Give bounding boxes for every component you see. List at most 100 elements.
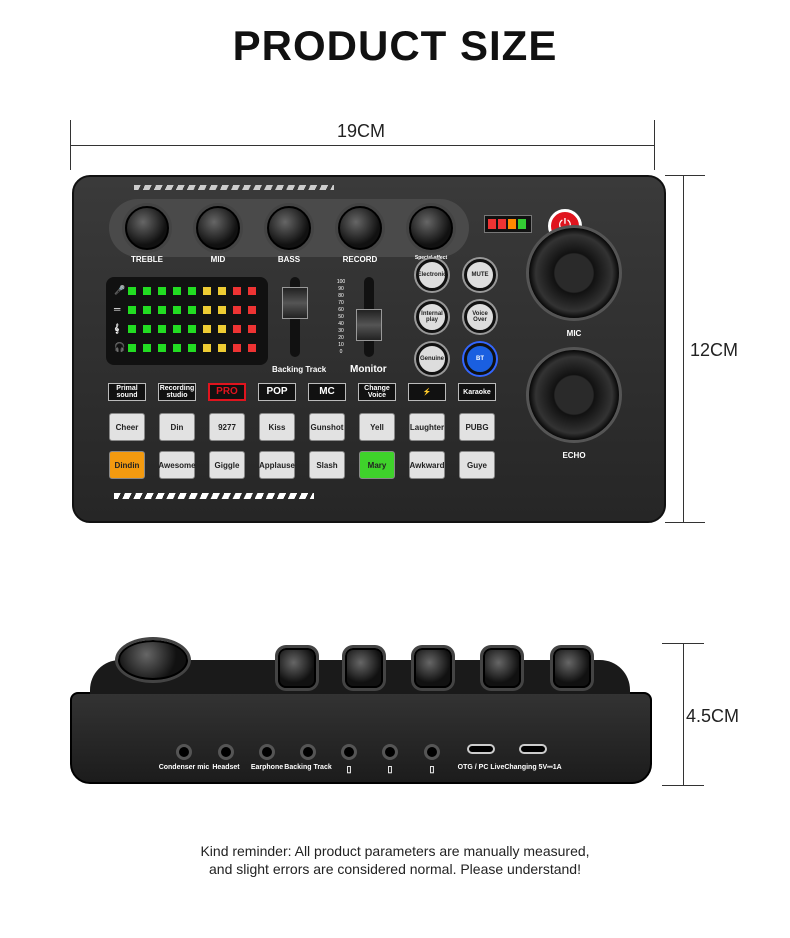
sound-pad[interactable]: Gunshot bbox=[309, 413, 345, 441]
width-dimension-line bbox=[70, 145, 655, 146]
sound-pad[interactable]: Mary bbox=[359, 451, 395, 479]
knob-4[interactable] bbox=[409, 206, 453, 250]
audio-jack bbox=[218, 744, 234, 760]
round-button-voice-over[interactable]: Voice Over bbox=[464, 301, 496, 333]
sound-pad[interactable]: Applause bbox=[259, 451, 295, 479]
meter-cell bbox=[203, 325, 211, 333]
round-button-bt[interactable]: BT bbox=[464, 343, 496, 375]
monitor-label: Monitor bbox=[350, 364, 387, 375]
dimension-tick bbox=[662, 785, 704, 786]
scale-tick: 90 bbox=[338, 286, 344, 292]
scale-tick: 0 bbox=[339, 349, 343, 355]
meter-cell bbox=[188, 287, 196, 295]
sound-pad[interactable]: Awesome bbox=[158, 451, 196, 479]
side-knob bbox=[345, 648, 383, 688]
meter-cell bbox=[188, 306, 196, 314]
usb-c-port bbox=[519, 744, 547, 754]
meter-cell bbox=[218, 344, 226, 352]
mode-button[interactable]: ⚡ bbox=[408, 383, 446, 401]
mode-button[interactable]: Karaoke bbox=[458, 383, 496, 401]
meter-cell bbox=[233, 325, 241, 333]
sound-pad[interactable]: Guye bbox=[459, 451, 495, 479]
mode-button[interactable]: Change Voice bbox=[358, 383, 396, 401]
side-knob bbox=[483, 648, 521, 688]
meter-cell bbox=[248, 344, 256, 352]
knob-1[interactable] bbox=[196, 206, 240, 250]
mode-button[interactable]: Primal sound bbox=[108, 383, 146, 401]
sound-pad[interactable]: Yell bbox=[359, 413, 395, 441]
page-title: PRODUCT SIZE bbox=[232, 22, 558, 69]
side-big-knob bbox=[118, 640, 188, 680]
port-label: Backing Track bbox=[284, 764, 332, 771]
audio-jack bbox=[176, 744, 192, 760]
reminder-line: and slight errors are considered normal.… bbox=[209, 861, 581, 877]
meter-cell bbox=[233, 306, 241, 314]
knob-label: BASS bbox=[277, 255, 301, 264]
big-knob-label: MIC bbox=[566, 329, 582, 338]
audio-jack bbox=[382, 744, 398, 760]
reminder-note: Kind reminder: All product parameters ar… bbox=[0, 842, 790, 878]
round-button-genuine[interactable]: Genuine bbox=[416, 343, 448, 375]
scale-tick: 70 bbox=[338, 300, 344, 306]
meter-cell bbox=[173, 344, 181, 352]
knob-3[interactable] bbox=[338, 206, 382, 250]
scale-tick: 60 bbox=[338, 307, 344, 313]
big-knob-echo[interactable] bbox=[526, 347, 622, 443]
audio-jack bbox=[259, 744, 275, 760]
scale-tick: 40 bbox=[338, 321, 344, 327]
meter-cell bbox=[248, 306, 256, 314]
backing-track-slider-handle[interactable] bbox=[282, 287, 308, 319]
sound-pad[interactable]: Giggle bbox=[209, 451, 245, 479]
phone-icon: ▯ bbox=[429, 764, 435, 774]
mode-button[interactable]: MC bbox=[308, 383, 346, 401]
sound-pad[interactable]: Awkward bbox=[409, 451, 445, 479]
scale-tick: 10 bbox=[338, 342, 344, 348]
mode-button[interactable]: Recording studio bbox=[158, 383, 196, 401]
meter-cell bbox=[188, 344, 196, 352]
mic-icon: 🎤 bbox=[114, 285, 126, 295]
scale-tick: 80 bbox=[338, 293, 344, 299]
knob-label: TREBLE bbox=[131, 255, 163, 264]
meter-cell bbox=[128, 306, 136, 314]
meter-cell bbox=[158, 287, 166, 295]
sound-pad[interactable]: Din bbox=[159, 413, 195, 441]
round-button-electronic[interactable]: Electronic bbox=[416, 259, 448, 291]
mode-button[interactable]: PRO bbox=[208, 383, 246, 401]
sound-pad[interactable]: Dindin bbox=[109, 451, 145, 479]
dimension-tick bbox=[654, 120, 655, 170]
monitor-slider-handle[interactable] bbox=[356, 309, 382, 341]
knob-label: Special effect bbox=[414, 255, 448, 261]
meter-cell bbox=[188, 325, 196, 333]
side-knob bbox=[278, 648, 316, 688]
knob-2[interactable] bbox=[267, 206, 311, 250]
meter-cell bbox=[128, 325, 136, 333]
sound-pad[interactable]: Laughter bbox=[409, 413, 445, 441]
sound-pad[interactable]: 9277 bbox=[209, 413, 245, 441]
big-knob-label: ECHO bbox=[562, 451, 586, 460]
scale-tick: 50 bbox=[338, 314, 344, 320]
music-note-icon: 𝄞 bbox=[114, 323, 120, 333]
meter-cell bbox=[218, 287, 226, 295]
sound-pad[interactable]: PUBG bbox=[459, 413, 495, 441]
round-button-internal-play[interactable]: Internal play bbox=[416, 301, 448, 333]
guitar-icon: ═ bbox=[114, 304, 121, 314]
big-knob-mic[interactable] bbox=[526, 225, 622, 321]
mode-button[interactable]: POP bbox=[258, 383, 296, 401]
stripe-decoration bbox=[134, 185, 334, 190]
height-dimension-line bbox=[683, 175, 684, 523]
backing-track-label: Backing Track bbox=[272, 365, 327, 374]
sound-pad[interactable]: Slash bbox=[309, 451, 345, 479]
meter-cell bbox=[248, 325, 256, 333]
meter-cell bbox=[218, 325, 226, 333]
sound-pad[interactable]: Cheer bbox=[109, 413, 145, 441]
meter-cell bbox=[173, 306, 181, 314]
knob-label: RECORD bbox=[342, 255, 378, 264]
battery-indicator bbox=[484, 215, 532, 233]
knob-0[interactable] bbox=[125, 206, 169, 250]
scale-tick: 30 bbox=[338, 328, 344, 334]
sound-pad[interactable]: Kiss bbox=[259, 413, 295, 441]
round-button-mute[interactable]: MUTE bbox=[464, 259, 496, 291]
depth-label: 4.5CM bbox=[686, 706, 740, 726]
knob-label: MID bbox=[210, 255, 226, 264]
